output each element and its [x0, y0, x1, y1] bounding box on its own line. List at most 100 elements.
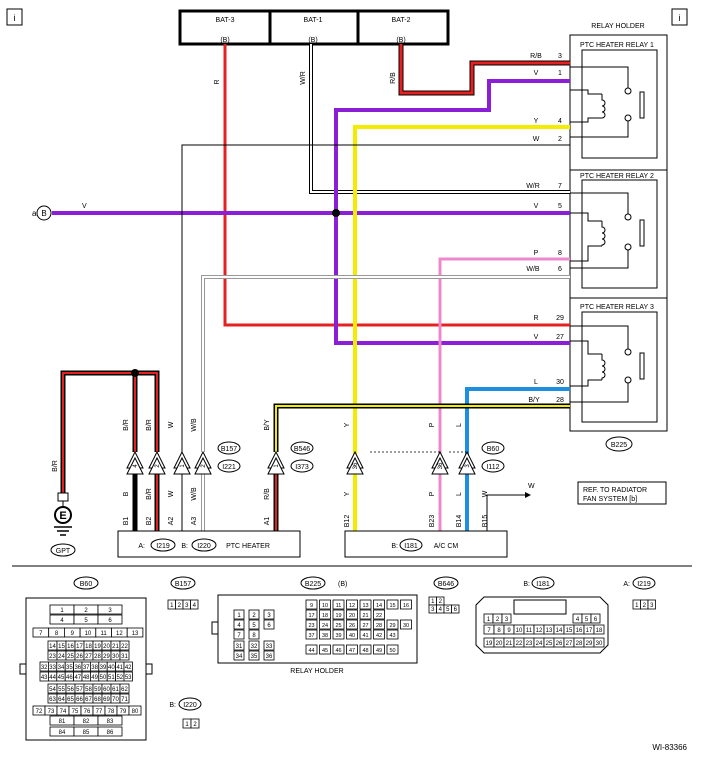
pin-cell: 6 — [108, 618, 112, 624]
conn-i112: I112 — [486, 464, 499, 471]
relay-3-pin-28: 28 — [556, 397, 564, 404]
pin-cell: 1 — [431, 599, 435, 605]
ref-radiator-line2: FAN SYSTEM [b] — [583, 496, 637, 503]
pin-cell: 66 — [76, 697, 83, 703]
upper-wire-label: W — [168, 421, 175, 428]
pin-cell: 49 — [91, 675, 98, 681]
pin-cell: 45 — [322, 648, 328, 654]
pin-label: B15 — [482, 515, 489, 528]
pin-cell: 6 — [454, 607, 458, 613]
pin-cell: 37 — [83, 665, 90, 671]
pin-cell: 68 — [94, 697, 101, 703]
connector-triangle — [173, 456, 191, 475]
pin-cell: 1 — [170, 603, 174, 609]
pin-cell: 33 — [49, 665, 56, 671]
junction-br — [131, 369, 139, 377]
fuse-box: BAT-3 (B) BAT-1 (B) BAT-2 (B) — [178, 9, 450, 46]
ground-ref-circle — [36, 205, 52, 221]
pin-cell: 31 — [236, 644, 243, 650]
ref-radiator-box — [577, 481, 667, 505]
pin-cell: 3 — [108, 608, 112, 614]
pin-cell: 2 — [252, 613, 256, 619]
pin-cell: 12 — [116, 631, 123, 637]
pin-label: B1 — [123, 517, 130, 526]
pin-cell: 74 — [60, 709, 67, 715]
pin-cell: 43 — [389, 633, 395, 639]
bottom-b225-label: B225 — [305, 581, 321, 588]
pin-cell: 26 — [349, 623, 355, 629]
pin-cell: 7 — [39, 631, 43, 637]
pin-cell: 42 — [376, 633, 382, 639]
pin-cell: 6 — [267, 623, 271, 629]
connector-pin-number: 36 — [353, 462, 359, 469]
pin-cell: 59 — [94, 687, 101, 693]
pin-cell: 29 — [586, 641, 593, 647]
pin-cell: 11 — [526, 628, 533, 634]
pin-cell: 26 — [556, 641, 563, 647]
pin-label: B12 — [344, 515, 351, 528]
pin-cell: 83 — [107, 719, 114, 725]
pin-cell: 22 — [121, 644, 128, 650]
bottom-b60-label: B60 — [80, 581, 93, 588]
relay-3-wire-r: R — [533, 315, 538, 322]
pin-cell: 27 — [566, 641, 573, 647]
upper-wire-label: L — [456, 423, 463, 427]
figure-id: WI-83366 — [652, 743, 687, 752]
label-wire-wr: W/R — [300, 71, 307, 85]
pin-cell: 24 — [58, 654, 65, 660]
lower-wire-label: W — [168, 490, 175, 497]
relay-3-title: PTC HEATER RELAY 3 — [580, 304, 654, 311]
wire-p — [438, 257, 570, 531]
connector-triangle — [194, 456, 212, 475]
pin-cell: 84 — [59, 730, 66, 736]
pin-cell: 31 — [121, 654, 128, 660]
relay-1-pin-1: 1 — [558, 70, 562, 77]
pin-cell: 2 — [496, 617, 500, 623]
ground-symbol-letter: E — [59, 510, 66, 522]
ground-ref-letter: a — [32, 209, 37, 218]
pin-cell: 79 — [120, 709, 127, 715]
pin-cell: 22 — [516, 641, 523, 647]
bottom-i181-label: I181 — [536, 581, 550, 588]
wire-by — [275, 405, 570, 452]
pin-cell: 1 — [60, 608, 64, 614]
pin-cell: 57 — [76, 687, 83, 693]
pin-cell: 24 — [536, 641, 543, 647]
wire-r — [223, 44, 570, 327]
pin-cell: 48 — [362, 648, 368, 654]
pin-cell: 17 — [308, 613, 314, 619]
pin-cell: 41 — [116, 665, 123, 671]
pin-cell: 75 — [72, 709, 79, 715]
relay-1-wire-y: Y — [534, 118, 539, 125]
lower-wire-label: L — [456, 492, 463, 496]
ground-ref-wire-label: V — [82, 203, 87, 210]
pin-cell: 76 — [84, 709, 91, 715]
ground-symbol-circle — [54, 506, 72, 524]
pin-cell: 14 — [376, 603, 382, 609]
pin-cell: 30 — [596, 641, 603, 647]
pin-cell: 4 — [60, 618, 64, 624]
pin-cell: 22 — [376, 613, 382, 619]
connector-pin-number: 3 — [465, 464, 471, 468]
relay-holder-box — [569, 34, 668, 432]
pin-cell: 10 — [322, 603, 328, 609]
pin-cell: 16 — [67, 644, 74, 650]
conn-b546-oval — [290, 441, 314, 455]
fuse-bat-1-tag: (B) — [308, 37, 317, 44]
pin-cell: 3 — [505, 617, 509, 623]
pin-cell: 2 — [643, 603, 647, 609]
pin-cell: 35 — [66, 665, 73, 671]
pin-cell: 1 — [185, 722, 189, 728]
pin-cell: 71 — [121, 697, 128, 703]
pin-cell: 17 — [586, 628, 593, 634]
ptc-heater-b-conn: I220 — [197, 543, 211, 550]
pin-cell: 13 — [132, 631, 139, 637]
pin-cell: 32 — [41, 665, 48, 671]
pin-cell: 36 — [266, 654, 273, 660]
pin-cell: 40 — [108, 665, 115, 671]
relay-3-wire-v: V — [534, 334, 539, 341]
pin-cell: 55 — [58, 687, 65, 693]
label-wire-rb: R/B — [390, 72, 397, 84]
